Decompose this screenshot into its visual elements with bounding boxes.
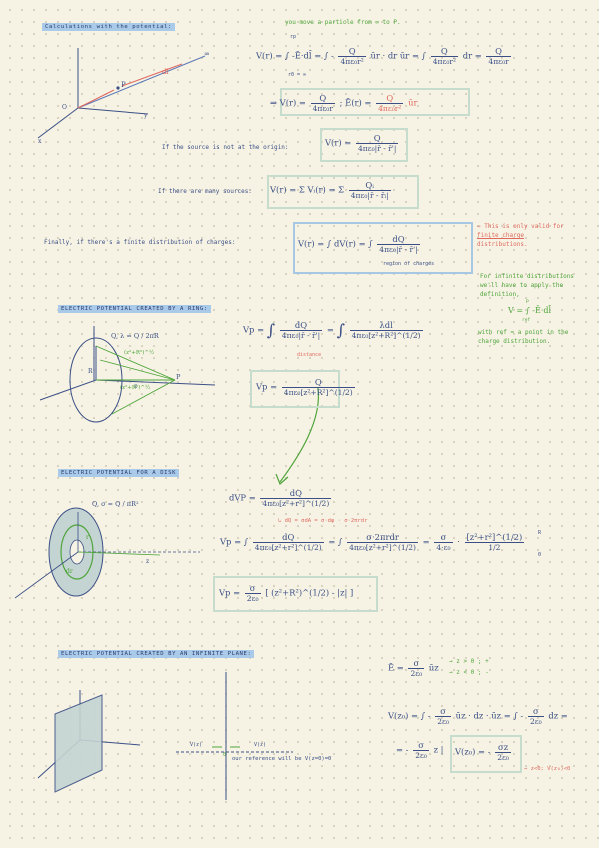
label-dl: dl: [162, 68, 169, 76]
note-infinite: For infinite distributions we'll have to…: [480, 273, 574, 298]
definition-limit-bottom: ref: [522, 318, 531, 323]
ring-green-lines: [95, 345, 176, 415]
ring-result-box: [250, 370, 340, 408]
label-x: x: [38, 138, 42, 145]
ring-label-dist-top: (z²+R²)^½: [124, 350, 155, 356]
ring-lambda: Q, λ = Q / 2πR: [111, 332, 159, 340]
note-many-sources: If there are many sources:: [158, 188, 252, 195]
calc-axes-diagram: [37, 48, 206, 139]
label-y: y: [144, 112, 148, 119]
ring-label-dist-bottom: (z²+R²)^½: [120, 385, 151, 391]
ring-label-z: z: [134, 383, 138, 390]
disk-result-box: [213, 576, 378, 612]
disk-label-dr: dr: [66, 568, 73, 575]
label-o: O: [62, 104, 67, 111]
distribution-box: [293, 222, 473, 274]
disk-limit-bottom: 0: [538, 552, 542, 558]
many-box: [267, 175, 419, 209]
plane-negative-note: ⇒ z<0; V(z₀)<0: [524, 766, 571, 772]
ring-label-p: P: [176, 373, 181, 381]
header-ring: ELECTRIC POTENTIAL CREATED BY A RING:: [58, 305, 211, 313]
connector-arrow: [279, 387, 320, 483]
header-calculations: Calculations with the potential:: [42, 23, 175, 31]
disk-diagram: [14, 507, 200, 599]
disk-dq-note: ↳ dQ = σdA = σ·dφ · σ·2πrdr: [278, 518, 368, 524]
lower-limit: r0 = ∞: [288, 72, 307, 78]
region-label: region of charges: [383, 261, 435, 267]
note-valid-finite: ⇒ This is only valid for finite charge d…: [477, 223, 564, 248]
label-inf: ∞: [204, 50, 210, 58]
plane-vz-right: V(z): [254, 742, 267, 748]
disk-limit-top: R: [538, 530, 542, 536]
note-not-origin: If the source is not at the origin:: [162, 144, 289, 151]
plane-diagram: [37, 690, 141, 793]
disk-sigma: Q, σ = Q / πR²: [92, 500, 139, 508]
origin-box: [320, 128, 408, 162]
note-move-particle: you move a particle from ∞ to P.: [285, 19, 401, 26]
disk-label-r: r: [86, 534, 89, 541]
result-box: [280, 88, 470, 116]
header-plane: ELECTRIC POTENTIAL CREATED BY AN INFINIT…: [58, 650, 255, 658]
disk-label-z: z: [146, 558, 150, 565]
plane-vz-left: V(z): [190, 742, 203, 748]
plane-result-box: [450, 735, 522, 773]
label-p: P: [121, 81, 126, 89]
ring-distance-note: distance: [297, 352, 322, 358]
plane-reference-note: our reference will be V(z=0)=0: [232, 756, 332, 762]
calc-vectors: [77, 63, 183, 109]
header-disk: ELECTRIC POTENTIAL FOR A DISK: [58, 469, 180, 477]
ring-diagram: [39, 326, 216, 423]
definition-limit-top: P: [526, 300, 529, 305]
plane-side-diagram: [176, 672, 293, 800]
note-finite-distribution: Finally, if there's a finite distributio…: [44, 239, 236, 246]
definition-formula: V = ∫ -Ē·dl̄: [508, 306, 552, 315]
plane-zero-label: 0: [223, 752, 227, 758]
upper-limit: rp: [290, 34, 297, 40]
plane-sign-conditions: → z > 0 ; + → z < 0 ; -: [449, 658, 489, 676]
note-reference: with ref = a point in the charge distrib…: [478, 329, 569, 345]
ring-label-r: R: [88, 368, 93, 375]
